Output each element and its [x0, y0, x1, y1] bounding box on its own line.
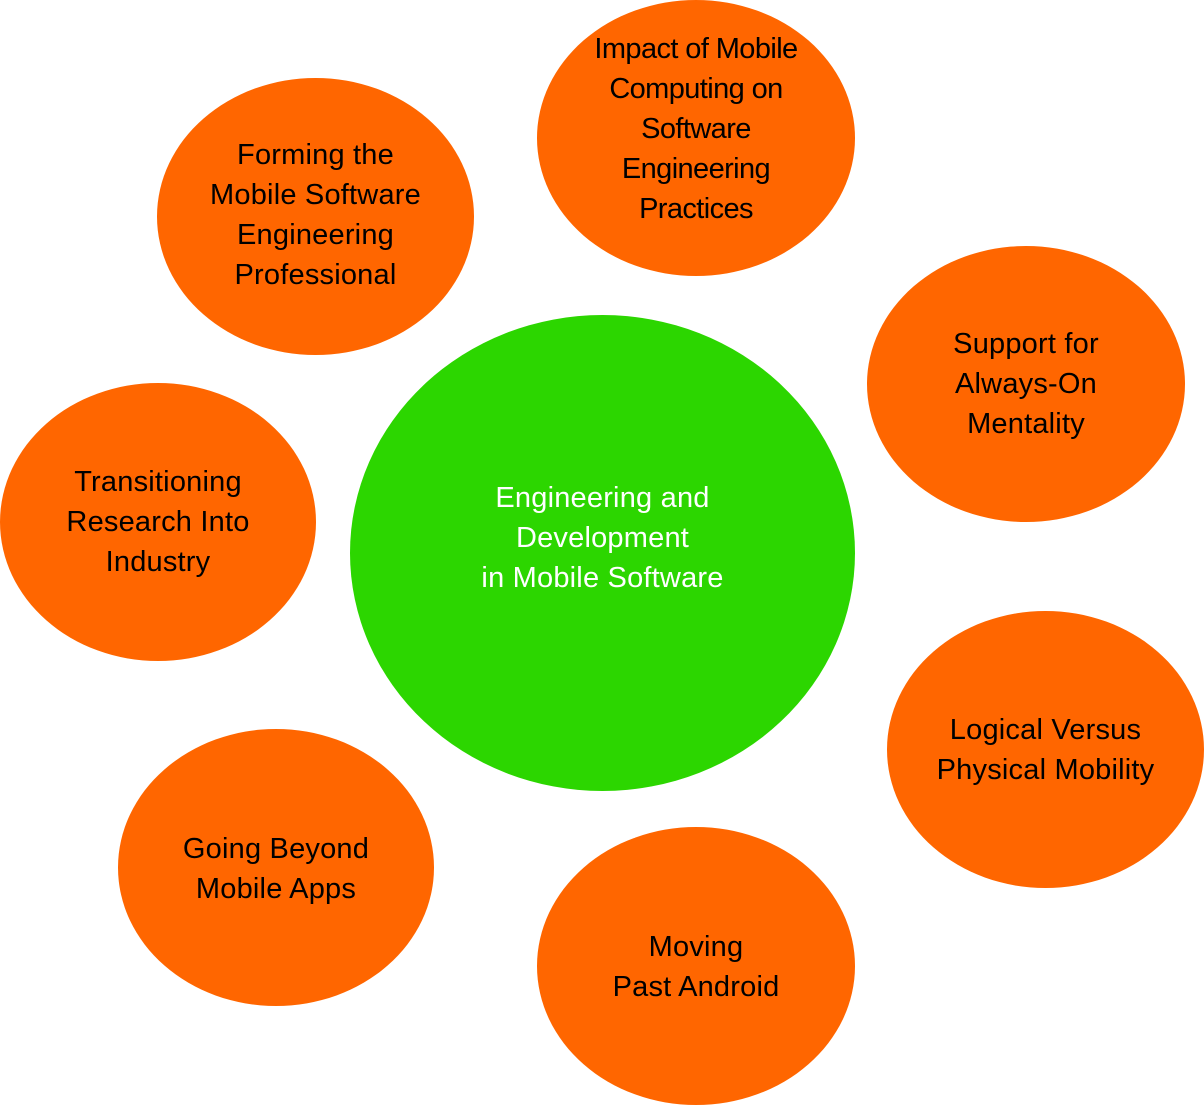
topic-bubble-transitioning-research: Transitioning Research Into Industry — [0, 383, 316, 661]
topic-bubble-impact-of-mobile-computing: Impact of Mobile Computing on Software E… — [537, 0, 855, 276]
topic-bubble-beyond-mobile-apps: Going Beyond Mobile Apps — [118, 729, 434, 1006]
topic-bubble-forming-professional: Forming the Mobile Software Engineering … — [157, 78, 474, 355]
topic-bubble-always-on-mentality: Support for Always-On Mentality — [867, 246, 1185, 522]
topic-bubble-logical-vs-physical-mobility: Logical Versus Physical Mobility — [887, 611, 1204, 888]
topic-label: Going Beyond Mobile Apps — [182, 832, 370, 905]
central-topic-label: Engineering and Development in Mobile So… — [481, 482, 724, 594]
topic-bubble-moving-past-android: Moving Past Android — [537, 827, 855, 1105]
topic-label: Support for Always-On Mentality — [953, 328, 1099, 440]
topic-label: Logical Versus Physical Mobility — [936, 713, 1155, 786]
central-topic-bubble: Engineering and Development in Mobile So… — [350, 315, 855, 791]
topic-label: Moving Past Android — [612, 931, 780, 1003]
topic-label: Transitioning Research Into Industry — [66, 466, 250, 578]
topic-label: Impact of Mobile Computing on Software E… — [594, 33, 798, 225]
topic-label: Forming the Mobile Software Engineering … — [210, 138, 421, 291]
